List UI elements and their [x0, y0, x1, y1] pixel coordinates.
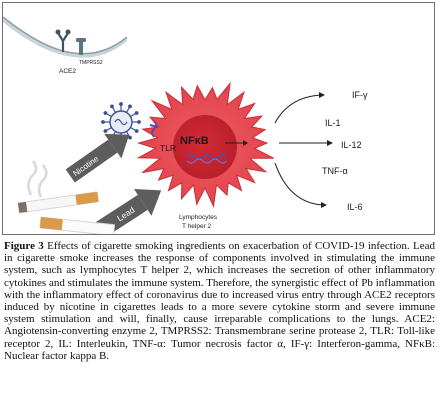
coronavirus-icon: [101, 102, 141, 142]
t-helper-label: T helper 2: [182, 223, 212, 230]
ace2-label: ACE2: [59, 68, 76, 75]
tmprss2-label: TMPRSS2: [79, 60, 103, 66]
cigarette-icon: [17, 160, 115, 234]
ace2-receptor: [55, 29, 71, 52]
cell-membrane: [3, 16, 128, 58]
figure-panel: ACE2 TMPRSS2 NFκB Lymphocytes T helper 2…: [2, 2, 435, 235]
tmprss2-receptor: [76, 38, 86, 55]
cytokine-arrows: [274, 92, 333, 208]
lymphocyte-cell: [136, 81, 274, 209]
figure-label: Figure 3: [4, 240, 44, 252]
cytokine-ifn-gamma: IF-γ: [352, 90, 368, 100]
figure-caption: Figure 3 Effects of cigarette smoking in…: [4, 240, 435, 362]
figure-illustration: ACE2 TMPRSS2 NFκB Lymphocytes T helper 2…: [3, 16, 368, 234]
cytokine-il6: IL-6: [347, 202, 363, 212]
tlr-receptor: [149, 120, 159, 138]
nfkb-label: NFκB: [180, 135, 209, 147]
caption-text: Effects of cigarette smoking ingredients…: [4, 240, 435, 362]
lymphocytes-label: Lymphocytes: [179, 214, 218, 221]
cytokine-il12: IL-12: [341, 140, 362, 150]
cytokine-il1: IL-1: [325, 118, 341, 128]
tlr-label: TLR: [160, 143, 176, 153]
dna-strand: [185, 154, 227, 160]
cell-nucleus: [173, 115, 237, 179]
cytokine-tnf-alpha: TNF-α: [322, 166, 348, 176]
